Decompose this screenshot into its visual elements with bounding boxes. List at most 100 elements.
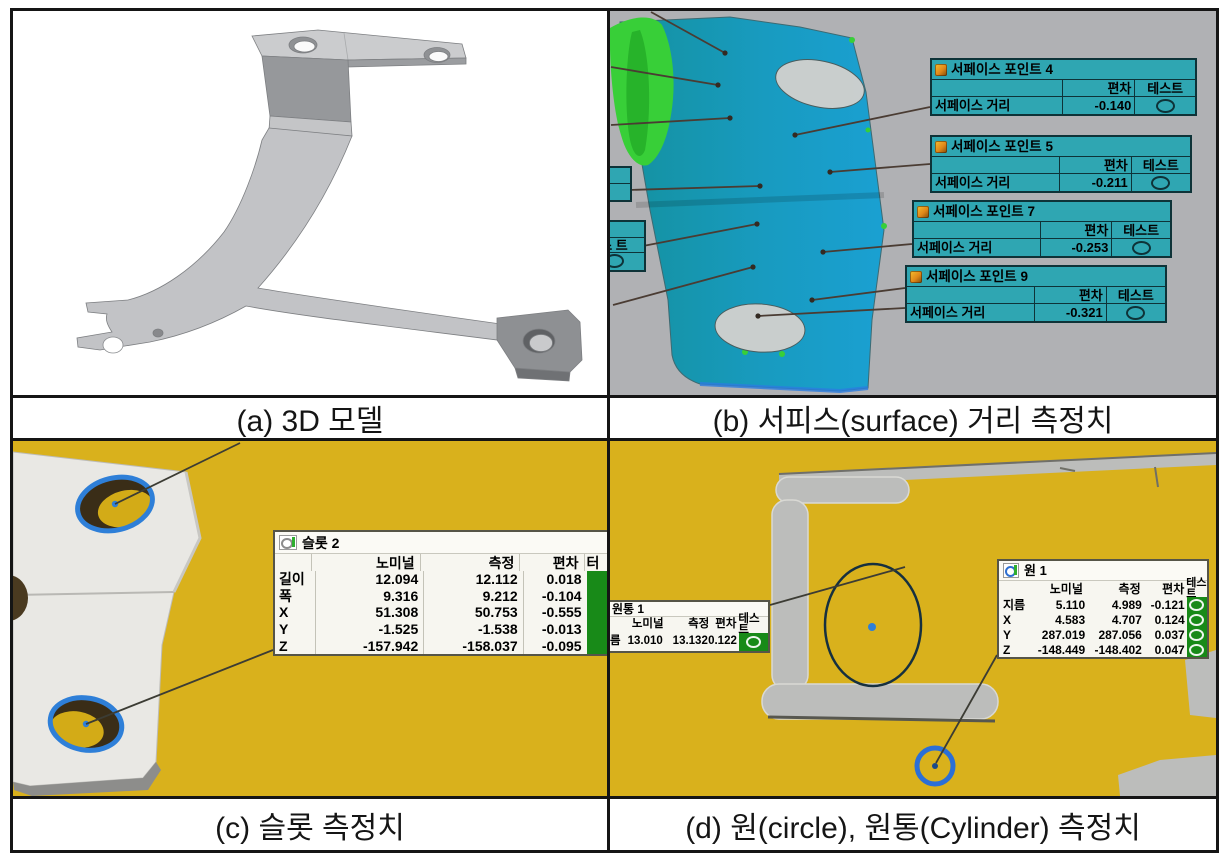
col-measured: 측정: [688, 618, 710, 631]
test-pass-cell: [1186, 642, 1207, 657]
col-nominal: 노미널: [310, 554, 420, 571]
table-row: Z -157.942 -158.037 -0.095: [275, 637, 607, 654]
callout-fragment: 트: [610, 168, 630, 183]
clipped-callout[interactable]: 트: [610, 166, 632, 202]
test-pass-ellipse-icon: [1189, 643, 1205, 656]
callout-fragment: 스 트: [610, 237, 628, 253]
surface-point-tool-icon: [910, 270, 922, 283]
row-label: 서페이스 거리: [932, 174, 1061, 191]
panel-circle-cylinder-viewport[interactable]: 원통 1 노미널 측정 편차 테스트 름 13.010 13.132 0.122…: [610, 441, 1216, 796]
circle-measurement-table[interactable]: 원 1 노미널 측정 편차 테스트 지름 5.110 4.989 -0.121 …: [997, 559, 1209, 659]
cylinder-measurement-table[interactable]: 원통 1 노미널 측정 편차 테스트 름 13.010 13.132 0.122: [610, 600, 770, 653]
circle-center-dot: [932, 763, 938, 769]
test-pass-ellipse-icon: [610, 253, 624, 268]
test-pass-cell: [738, 633, 768, 651]
caption-a: (a) 3D 모델: [236, 405, 384, 438]
leader-lines: [769, 566, 998, 764]
clipped-callout[interactable]: 스 트: [610, 220, 646, 272]
test-pass-ellipse-icon: [1189, 628, 1205, 641]
test-pass-cell: [586, 637, 607, 654]
test-pass-cell: [1186, 612, 1207, 627]
col-measured: 측정: [1118, 582, 1141, 596]
slot-measurement-table[interactable]: 슬롯 2 노미널 측정 편차 터 길이 12.094 12.112 0.018 …: [273, 530, 607, 656]
panel-3d-model-viewport[interactable]: [13, 11, 607, 395]
table-row: Y 287.019 287.056 0.037: [999, 627, 1207, 642]
table-row: 폭 9.316 9.212 -0.104: [275, 587, 607, 605]
test-col-header: 테스트: [1117, 287, 1154, 303]
table-row: Y -1.525 -1.538 -0.013: [275, 620, 607, 638]
test-pass-cell: [586, 571, 607, 588]
test-pass-ellipse-icon: [745, 636, 761, 648]
caption-d: (d) 원(circle), 원통(Cylinder) 측정치: [685, 811, 1141, 845]
test-pass-ellipse-icon: [1155, 98, 1175, 113]
callout-title: 서페이스 포인트 4: [951, 61, 1053, 77]
caption-c: (c) 슬롯 측정치: [215, 811, 405, 845]
caption-row-bottom: (c) 슬롯 측정치 (d) 원(circle), 원통(Cylinder) 측…: [13, 796, 1216, 850]
table-row: X 4.583 4.707 0.124: [999, 612, 1207, 627]
leader-lines: [610, 11, 931, 317]
cylinder-circle: [823, 562, 923, 688]
test-pass-cell: [1186, 627, 1207, 642]
surface-point-tool-icon: [935, 63, 947, 76]
deviation-col-header: 편차: [1035, 287, 1107, 303]
leader-lines: [85, 442, 274, 725]
mesh-hole-top: [775, 59, 865, 109]
callout-title: 서페이스 포인트 9: [926, 268, 1028, 284]
col-nominal: 노미널: [1049, 582, 1083, 596]
table-row: X 51.308 50.753 -0.555: [275, 604, 607, 621]
test-pass-ellipse-icon: [1126, 305, 1146, 320]
test-col-header: 테스트: [1147, 80, 1184, 96]
test-col-header: 테스트: [1142, 157, 1179, 173]
row-label: 서페이스 거리: [914, 239, 1042, 256]
col-deviation: 편차: [1162, 582, 1185, 596]
surface-point-tool-icon: [935, 140, 947, 153]
deviation-value: -0.211: [1060, 174, 1132, 191]
col-deviation: 편차: [715, 618, 737, 631]
measured-circle: [914, 745, 956, 787]
scan-mesh: [619, 16, 885, 392]
bracket-arm: [76, 127, 516, 351]
table-title: 원 1: [1024, 563, 1047, 578]
table-header-row: 노미널 측정 편차 테스트: [999, 577, 1207, 600]
slot-scene: [13, 442, 274, 796]
test-pass-ellipse-icon: [1131, 240, 1151, 255]
clipped-slot: [13, 575, 28, 621]
table-header-row: 노미널 측정 편차 터: [275, 554, 607, 571]
table-row: 지름 5.110 4.989 -0.121: [999, 597, 1207, 612]
test-pass-ellipse-icon: [1151, 175, 1171, 190]
row-label: 서페이스 거리: [932, 97, 1063, 114]
surface-point-9-callout[interactable]: 서페이스 포인트 9 편차 테스트 서페이스 거리-0.321: [905, 265, 1167, 323]
test-pass-cell: [586, 587, 607, 605]
col-deviation: 편차: [519, 554, 583, 571]
keyhole-cutout: [761, 476, 999, 720]
table-row: 름 13.010 13.132 0.122: [610, 633, 768, 651]
test-pass-ellipse-icon: [1189, 598, 1205, 611]
table-header-row: 노미널 측정 편차 테스트: [610, 613, 768, 636]
table-title: 슬롯 2: [302, 534, 340, 551]
surface-point-tool-icon: [917, 205, 929, 218]
row-label: 서페이스 거리: [907, 304, 1036, 321]
test-pass-cell: [1186, 597, 1207, 612]
callout-title: 서페이스 포인트 5: [951, 138, 1053, 154]
circle-icon: [1003, 563, 1019, 578]
deviation-value: -0.321: [1035, 304, 1107, 321]
col-test: 터: [583, 554, 607, 571]
surface-point-5-callout[interactable]: 서페이스 포인트 5 편차 테스트 서페이스 거리-0.211: [930, 135, 1192, 193]
panel-slot-viewport[interactable]: 슬롯 2 노미널 측정 편차 터 길이 12.094 12.112 0.018 …: [13, 441, 607, 796]
slot-icon: [279, 535, 297, 550]
test-col-header: 테스트: [1123, 222, 1160, 238]
deviation-value: -0.140: [1063, 97, 1136, 114]
deviation-value: -0.253: [1041, 239, 1113, 256]
mesh-hole-bottom: [714, 303, 806, 353]
circle-cylinder-scene: [761, 452, 1216, 796]
table-row: 길이 12.094 12.112 0.018: [275, 571, 607, 588]
col-measured: 측정: [419, 554, 520, 571]
bracket-3d-model: [76, 29, 583, 382]
test-pass-cell: [586, 620, 607, 638]
deviation-col-header: 편차: [1060, 157, 1132, 173]
col-test: 테스트: [1186, 577, 1207, 600]
